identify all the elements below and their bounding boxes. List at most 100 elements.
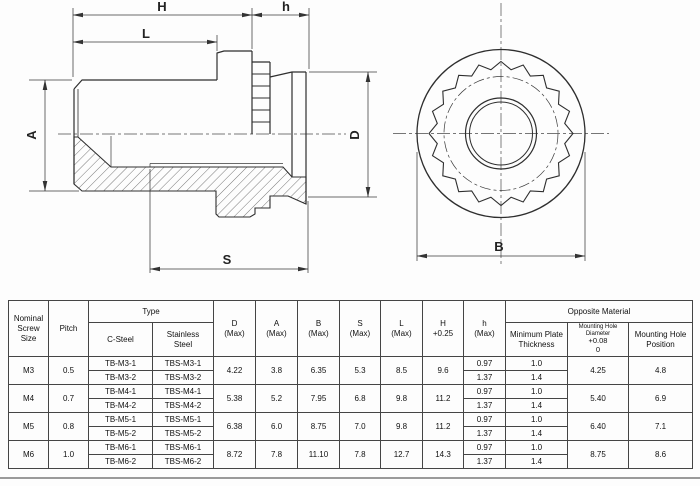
cell-pitch: 0.5 (48, 356, 89, 385)
extension-lines (29, 8, 586, 273)
cell-stainless: TBS-M5-2 (152, 426, 214, 441)
cell-h-cap: 11.2 (422, 384, 464, 413)
cell-h-low: 0.97 (463, 356, 506, 371)
cell-s: 7.0 (339, 412, 381, 441)
cell-h-low: 1.37 (463, 370, 506, 385)
cell-stainless: TBS-M5-1 (152, 412, 214, 427)
cell-h-low: 1.37 (463, 426, 506, 441)
cell-hole-pos: 4.8 (628, 356, 693, 385)
cell-size: M6 (8, 440, 49, 469)
serrated-ring (428, 60, 574, 207)
bottom-rule (0, 477, 700, 479)
cell-plate: 1.4 (505, 398, 568, 413)
cell-a: 7.8 (255, 440, 298, 469)
cell-pitch: 1.0 (48, 440, 89, 469)
technical-drawing: H h L A D S B (24, 0, 609, 273)
cell-h-cap: 14.3 (422, 440, 464, 469)
cell-size: M3 (8, 356, 49, 385)
table-row-m5-1: M5 0.8 TB-M5-1 TBS-M5-1 6.38 6.0 8.75 7.… (8, 412, 693, 441)
cell-h-low: 0.97 (463, 440, 506, 455)
cell-plate: 1.0 (505, 384, 568, 399)
header-b-max: B (Max) (297, 300, 340, 357)
cell-hole-dia: 8.75 (567, 440, 629, 469)
cell-plate: 1.4 (505, 370, 568, 385)
cell-s: 6.8 (339, 384, 381, 413)
cell-d: 6.38 (213, 412, 256, 441)
fastener-spec-table: Nominal Screw Size Pitch Type D (Max) A … (8, 300, 693, 469)
header-min-plate-thickness: Minimum Plate Thickness (505, 322, 568, 357)
cell-l: 9.8 (380, 412, 423, 441)
dim-label-h: h (282, 0, 290, 14)
cell-plate: 1.0 (505, 412, 568, 427)
cell-a: 3.8 (255, 356, 298, 385)
outer-flange-circle (416, 48, 586, 219)
cell-c-steel: TB-M6-1 (88, 440, 153, 455)
cell-hole-dia: 6.40 (567, 412, 629, 441)
cell-h-low: 1.37 (463, 454, 506, 469)
cell-d: 4.22 (213, 356, 256, 385)
mounting-hole-diameter-tol-bottom: 0 (595, 345, 601, 355)
cell-a: 5.2 (255, 384, 298, 413)
table-row-m6-1: M6 1.0 TB-M6-1 TBS-M6-1 8.72 7.8 11.10 7… (8, 440, 693, 469)
header-type: Type (88, 300, 214, 323)
header-c-steel: C-Steel (88, 322, 153, 357)
cell-l: 9.8 (380, 384, 423, 413)
cell-size: M5 (8, 412, 49, 441)
table-row-m3-1: M3 0.5 TB-M3-1 TBS-M3-1 4.22 3.8 6.35 5.… (8, 356, 693, 385)
pitch-circle-dashed (443, 76, 559, 191)
cell-stainless: TBS-M6-1 (152, 440, 214, 455)
front-view (416, 48, 586, 219)
header-pitch: Pitch (48, 300, 89, 357)
header-mounting-hole-diameter: Mounting Hole Diameter +0.08 0 (567, 322, 629, 357)
spec-table: Nominal Screw Size Pitch Type D (Max) A … (8, 300, 693, 469)
cell-s: 5.3 (339, 356, 381, 385)
cell-h-low: 0.97 (463, 384, 506, 399)
header-stainless-steel: Stainless Steel (152, 322, 214, 357)
cell-plate: 1.0 (505, 356, 568, 371)
cell-stainless: TBS-M6-2 (152, 454, 214, 469)
dim-label-A: A (24, 130, 39, 140)
header-mounting-hole-position: Mounting Hole Position (628, 322, 693, 357)
cell-hole-dia: 4.25 (567, 356, 629, 385)
bore-major-circle (464, 97, 538, 170)
table-row-m4-2: TB-M4-2 TBS-M4-2 1.37 1.4 (9, 398, 693, 413)
cell-c-steel: TB-M5-1 (88, 412, 153, 427)
dim-label-B: B (494, 239, 503, 254)
dim-label-L: L (142, 26, 150, 41)
cell-s: 7.8 (339, 440, 381, 469)
cell-d: 5.38 (213, 384, 256, 413)
cell-l: 12.7 (380, 440, 423, 469)
cell-b: 6.35 (297, 356, 340, 385)
side-view (73, 50, 307, 218)
header-s-max: S (Max) (339, 300, 381, 357)
cell-d: 8.72 (213, 440, 256, 469)
header-nominal-screw-size: Nominal Screw Size (8, 300, 49, 357)
header-opposite-material: Opposite Material (505, 300, 693, 323)
cross-section-hatched-region (73, 136, 307, 218)
cell-a: 6.0 (255, 412, 298, 441)
cell-c-steel: TB-M6-2 (88, 454, 153, 469)
cell-stainless: TBS-M4-1 (152, 384, 214, 399)
cell-stainless: TBS-M3-2 (152, 370, 214, 385)
cell-l: 8.5 (380, 356, 423, 385)
cell-c-steel: TB-M4-2 (88, 398, 153, 413)
table-row-m6-2: TB-M6-2 TBS-M6-2 1.37 1.4 (9, 454, 693, 469)
cell-stainless: TBS-M4-2 (152, 398, 214, 413)
dimensions (29, 8, 586, 273)
header-l-max: L (Max) (380, 300, 423, 357)
dimension-labels: H h L A D S B (24, 0, 504, 267)
header-d-max: D (Max) (213, 300, 256, 357)
mounting-hole-diameter-tol-top: +0.08 (588, 336, 608, 346)
bore-thread-lines (110, 136, 283, 167)
header-h-upper: H +0.25 (422, 300, 464, 357)
cell-plate: 1.4 (505, 454, 568, 469)
cell-c-steel: TB-M5-2 (88, 426, 153, 441)
cell-plate: 1.4 (505, 426, 568, 441)
cell-h-cap: 9.6 (422, 356, 464, 385)
cell-c-steel: TB-M4-1 (88, 384, 153, 399)
cell-stainless: TBS-M3-1 (152, 356, 214, 371)
cell-pitch: 0.7 (48, 384, 89, 413)
header-a-max: A (Max) (255, 300, 298, 357)
cell-b: 8.75 (297, 412, 340, 441)
cell-hole-pos: 6.9 (628, 384, 693, 413)
